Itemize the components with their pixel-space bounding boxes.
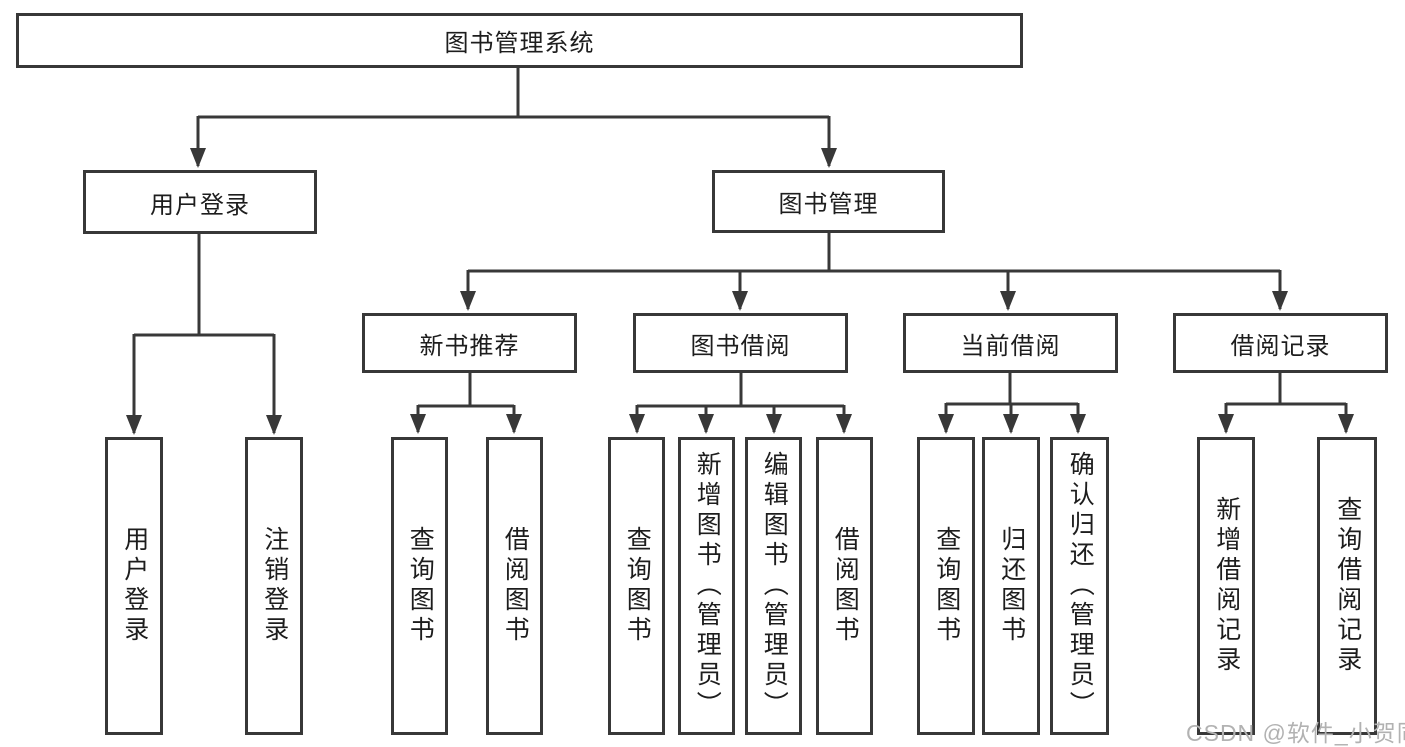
leaf-add-book-admin: 新增图书（管理员） [678, 437, 735, 735]
leaf-return-book: 归还图书 [982, 437, 1040, 735]
leaf-label: 编辑图书（管理员） [760, 451, 789, 721]
node-new-book-recommend-label: 新书推荐 [419, 332, 520, 360]
leaf-recommend-borrow-book: 借阅图书 [486, 437, 543, 735]
node-current-borrow: 当前借阅 [903, 313, 1118, 373]
leaf-label: 用户登录 [120, 526, 149, 646]
node-root-label: 图书管理系统 [444, 30, 595, 57]
leaf-label: 借阅图书 [501, 526, 530, 646]
leaf-label: 查询图书 [623, 526, 652, 646]
leaf-recommend-query-book: 查询图书 [391, 437, 448, 735]
connector-group [126, 68, 1354, 435]
node-book-borrow-label: 图书借阅 [690, 332, 791, 360]
leaf-user-login-action: 用户登录 [105, 437, 163, 735]
node-current-borrow-label: 当前借阅 [960, 332, 1061, 360]
node-root-system: 图书管理系统 [16, 13, 1023, 68]
leaf-label: 查询借阅记录 [1333, 496, 1362, 676]
node-book-borrow: 图书借阅 [633, 313, 848, 373]
leaf-label: 确认归还（管理员） [1066, 451, 1095, 721]
leaf-query-borrow-record: 查询借阅记录 [1317, 437, 1377, 735]
leaf-label: 归还图书 [997, 526, 1026, 646]
leaf-borrow-query-book: 查询图书 [608, 437, 665, 735]
leaf-current-query-book: 查询图书 [917, 437, 975, 735]
node-borrow-records-label: 借阅记录 [1230, 332, 1331, 360]
leaf-edit-book-admin: 编辑图书（管理员） [745, 437, 802, 735]
node-book-management: 图书管理 [712, 170, 945, 233]
leaf-label: 查询图书 [932, 526, 961, 646]
leaf-borrow-book: 借阅图书 [816, 437, 873, 735]
leaf-label: 注销登录 [260, 526, 289, 646]
node-book-management-label: 图书管理 [778, 191, 879, 218]
node-user-login-label: 用户登录 [150, 191, 250, 219]
leaf-confirm-return-admin: 确认归还（管理员） [1050, 437, 1109, 735]
node-user-login: 用户登录 [83, 170, 317, 234]
node-new-book-recommend: 新书推荐 [362, 313, 577, 373]
leaf-label: 查询图书 [406, 526, 435, 646]
leaf-add-borrow-record: 新增借阅记录 [1197, 437, 1255, 735]
leaf-label: 新增借阅记录 [1212, 496, 1241, 676]
node-borrow-records: 借阅记录 [1173, 313, 1388, 373]
csdn-watermark: CSDN @软件_小贺同学 [1186, 720, 1405, 746]
leaf-label: 借阅图书 [831, 526, 860, 646]
leaf-label: 新增图书（管理员） [693, 451, 722, 721]
leaf-logout-action: 注销登录 [245, 437, 303, 735]
